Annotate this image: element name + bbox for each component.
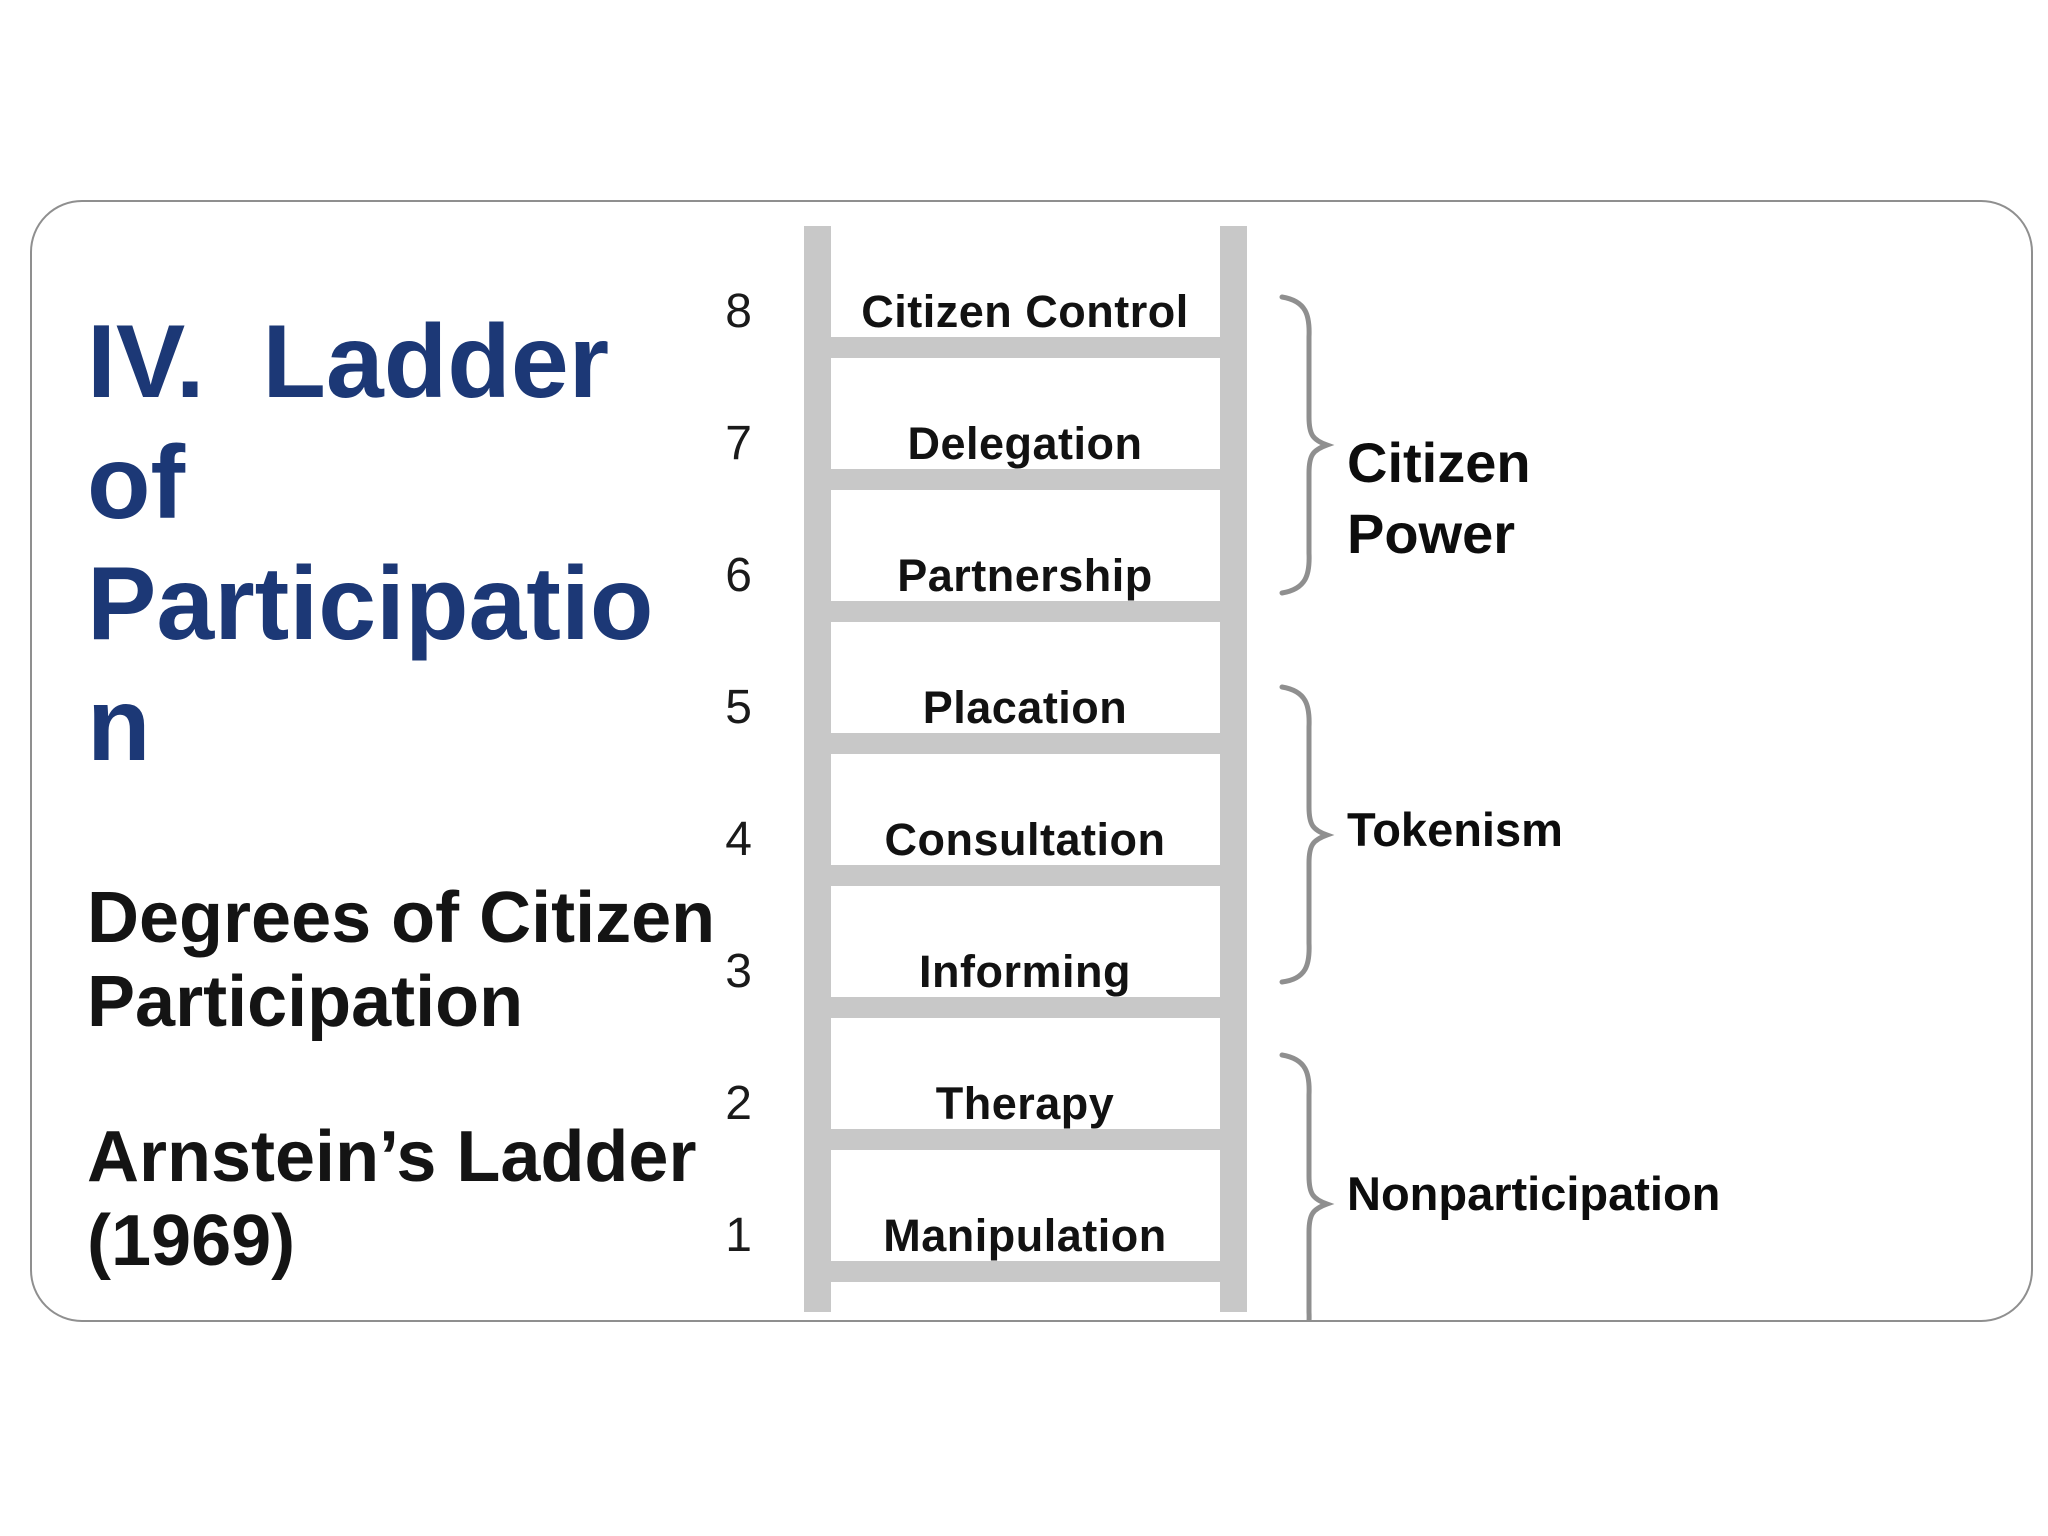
rung-label: Delegation (831, 358, 1219, 469)
rung-number: 6 (725, 549, 752, 602)
ladder-rung-bar (804, 865, 1247, 886)
rung-label: Placation (831, 622, 1219, 733)
rung-number: 1 (725, 1209, 752, 1262)
rung-label: Therapy (831, 1018, 1219, 1129)
rung-number: 7 (725, 417, 752, 470)
ladder-rung-bar (804, 733, 1247, 754)
rung-number: 4 (725, 813, 752, 866)
rung-number: 3 (725, 945, 752, 998)
rung-number: 5 (725, 681, 752, 734)
ladder-rung-bar (804, 1261, 1247, 1282)
ladder-rung-bar (804, 601, 1247, 622)
slide-subtitle: Degrees of Citizen Participation (87, 878, 716, 1042)
slide-card: IV. Ladder of Participatio n Degrees of … (30, 200, 2033, 1322)
ladder-rung-bar (804, 1129, 1247, 1150)
rung-label: Citizen Control (831, 226, 1219, 337)
brace-tokenism (1279, 684, 1335, 985)
brace-nonparticipation (1279, 1052, 1335, 1320)
rung-label: Partnership (831, 490, 1219, 601)
group-label-nonparticipation: Nonparticipation (1347, 1167, 1721, 1220)
ladder-rung-bar (804, 997, 1247, 1018)
ladder-rung-bar (804, 469, 1247, 490)
brace-citizen-power (1279, 294, 1335, 596)
rung-label: Informing (831, 886, 1219, 997)
ladder-rung-bar (804, 337, 1247, 358)
group-label-tokenism: Tokenism (1347, 803, 1563, 856)
slide-title: IV. Ladder of Participatio n (87, 304, 654, 783)
rung-number: 8 (725, 285, 752, 338)
slide-attribution: Arnstein’s Ladder (1969) (87, 1117, 697, 1281)
group-label-citizen-power: Citizen Power (1347, 431, 1531, 565)
rung-label: Manipulation (831, 1150, 1219, 1261)
rung-label: Consultation (831, 754, 1219, 865)
rung-number: 2 (725, 1077, 752, 1130)
